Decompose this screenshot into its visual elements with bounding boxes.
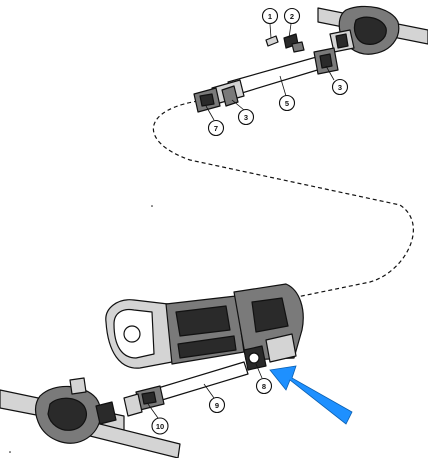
connection-dashed-path (152, 99, 414, 299)
rear-driveshaft (193, 47, 339, 113)
callout-circle-3a (331, 78, 349, 96)
callout-label-10: 10 (156, 422, 164, 431)
callout-label-7: 7 (214, 124, 218, 133)
callout-label-3a: 3 (338, 83, 342, 92)
callout-label-9: 9 (215, 401, 219, 410)
stray-mark-2 (9, 451, 11, 453)
leader-line-7 (205, 105, 215, 121)
callout-label-1: 1 (268, 12, 272, 21)
rear-axle-assembly (317, 5, 428, 55)
callout-circle-9 (208, 396, 226, 414)
u-joint-hardware (265, 33, 305, 53)
callout-circle-10 (151, 417, 169, 435)
leader-line-3a (325, 65, 335, 81)
stray-mark (151, 205, 153, 207)
front-driveshaft (123, 361, 249, 417)
location-arrow (269, 365, 353, 425)
callouts: 1 2 3 3 5 7 8 9 10 (147, 7, 349, 435)
callout-circle-3b (237, 108, 255, 126)
leader-line-9 (203, 383, 215, 399)
callout-label-5: 5 (285, 99, 289, 108)
front-axle-assembly (0, 377, 181, 458)
callout-circle-7 (207, 119, 225, 137)
callout-label-8: 8 (262, 382, 266, 391)
leader-line-1 (269, 23, 272, 39)
callout-circle-2 (283, 7, 301, 25)
leader-line-5 (279, 75, 287, 97)
leader-line-10 (147, 403, 159, 419)
callout-circle-5 (278, 94, 296, 112)
leader-line-8 (255, 363, 263, 379)
leader-line-3b (231, 99, 245, 111)
callout-label-3b: 3 (244, 113, 248, 122)
transmission-transfer-case (105, 283, 304, 371)
callout-label-2: 2 (290, 12, 294, 21)
callout-circle-1 (261, 7, 279, 25)
leader-line-2 (288, 23, 292, 39)
callout-circle-8 (255, 377, 273, 395)
